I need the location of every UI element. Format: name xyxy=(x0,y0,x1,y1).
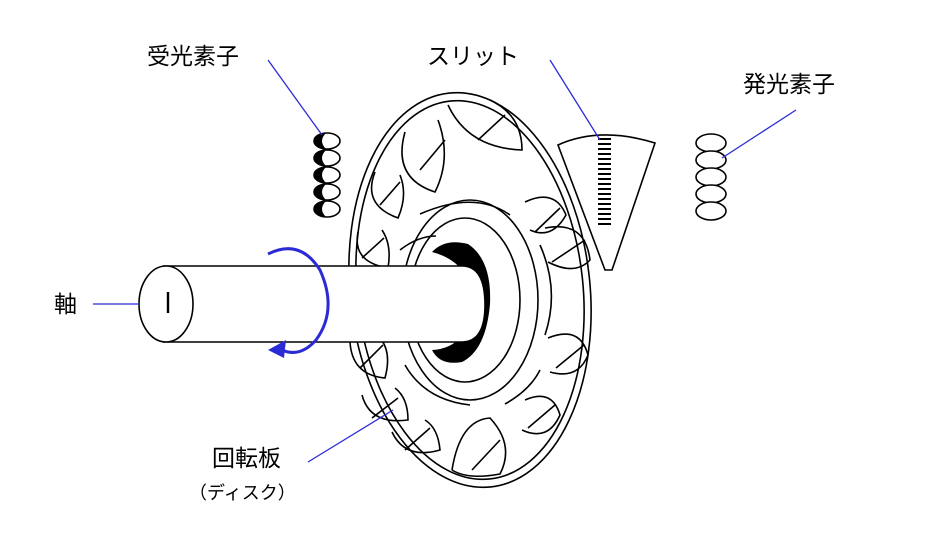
disk-window xyxy=(391,419,441,454)
disk-window xyxy=(451,417,507,478)
disk-window-divider xyxy=(555,344,585,369)
slit-plate xyxy=(556,134,657,271)
disk-window xyxy=(544,226,591,270)
receiver-element xyxy=(313,200,341,218)
label-receiver: 受光素子 xyxy=(147,44,239,70)
disk-window-divider xyxy=(361,237,385,259)
disk-window-divider xyxy=(404,427,431,451)
label-disk: 回転板 xyxy=(212,446,281,472)
disk-window xyxy=(370,171,405,220)
disk-window-divider xyxy=(534,207,561,233)
disk-window xyxy=(356,229,390,269)
disk-window-divider xyxy=(527,404,556,429)
emitter-elements xyxy=(695,133,727,221)
rotation-arrow-icon xyxy=(267,247,330,358)
disk-tracks xyxy=(399,201,553,406)
emitter-element xyxy=(695,150,727,170)
disk-window-divider xyxy=(477,114,506,141)
leader-receiver xyxy=(267,59,323,136)
receiver-element xyxy=(313,166,341,184)
label-shaft: 軸 xyxy=(54,292,77,318)
disk-window-divider xyxy=(379,181,401,206)
disk-window xyxy=(447,99,523,151)
label-slit: スリット xyxy=(427,44,519,70)
receiver-elements xyxy=(313,132,341,218)
slit-lines xyxy=(598,138,611,225)
label-disk-sub: （ディスク） xyxy=(189,483,296,504)
disk-window xyxy=(521,395,561,435)
disk-window xyxy=(524,196,567,234)
receiver-element xyxy=(313,183,341,201)
disk-window xyxy=(361,387,409,422)
emitter-element xyxy=(695,184,727,204)
label-emitter: 発光素子 xyxy=(743,72,835,98)
shaft-end-face xyxy=(138,265,194,343)
receiver-element xyxy=(313,149,341,167)
receiver-element xyxy=(313,132,341,150)
leader-slit xyxy=(549,59,601,141)
leader-emitter xyxy=(721,109,797,159)
disk-window-divider xyxy=(359,344,384,369)
emitter-element xyxy=(695,133,727,153)
disk-window-divider xyxy=(371,397,399,419)
disk-window xyxy=(349,337,389,379)
disk-windows xyxy=(349,99,591,478)
disk-window xyxy=(401,119,446,193)
disk-window-divider xyxy=(419,139,446,171)
leader-lines xyxy=(93,59,797,463)
disk-window-divider xyxy=(551,239,586,263)
shaft-body xyxy=(163,265,486,343)
disk-window xyxy=(547,333,589,375)
disk-window-divider xyxy=(471,439,501,471)
leader-disk xyxy=(307,409,394,463)
shaft xyxy=(138,265,486,343)
emitter-element xyxy=(695,201,727,221)
emitter-element xyxy=(695,167,727,187)
